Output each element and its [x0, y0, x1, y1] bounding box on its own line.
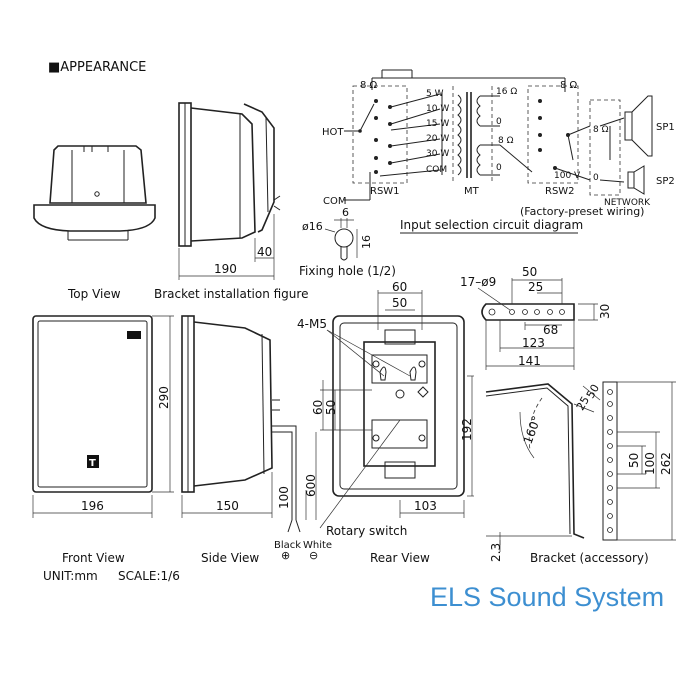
sec-16ohm: 16 Ω: [496, 87, 517, 97]
sec-0a: 0: [496, 117, 502, 127]
tap-15w: 15 W: [426, 119, 449, 129]
lead-black: Black: [274, 540, 301, 551]
dim-50-strip: 50: [522, 265, 537, 279]
sec-8ohm: 8 Ω: [498, 136, 514, 146]
dim-25-strip: 25: [528, 280, 543, 294]
circuit-mt: MT: [464, 186, 480, 197]
top-view: [33, 145, 156, 241]
circuit-8ohm-left: 8 Ω: [360, 80, 378, 91]
label-sp2: SP2: [656, 176, 675, 187]
dim-190: 190: [214, 262, 237, 276]
toa-logo: T: [89, 458, 96, 469]
tap-com: COM: [426, 165, 447, 175]
front-view: [32, 315, 174, 518]
dim-68: 68: [543, 323, 558, 337]
circuit-hot: HOT: [322, 127, 344, 138]
dim-60-top: 60: [392, 280, 407, 294]
dim-50-bent: 50: [584, 382, 602, 401]
tap-10w: 10 W: [426, 104, 449, 114]
lead-minus: ⊖: [309, 549, 318, 562]
side-view-label: Side View: [201, 551, 259, 565]
circuit-100v: 100 V: [554, 171, 581, 181]
dim-103: 103: [414, 499, 437, 513]
input-selection-circuit: [344, 69, 653, 201]
fixing-16: 16: [360, 235, 373, 249]
unit-label: UNIT:mm: [43, 569, 98, 583]
dim-60-left: 60: [311, 400, 325, 415]
appearance-heading: ■APPEARANCE: [48, 60, 146, 75]
dim-123: 123: [522, 336, 545, 350]
label-4m5: 4-M5: [297, 317, 327, 331]
lead-plus: ⊕: [281, 549, 290, 562]
sec-0b: 0: [496, 163, 502, 173]
circuit-caption: Input selection circuit diagram: [400, 218, 583, 232]
circuit-rsw1: RSW1: [370, 186, 400, 197]
dim-30: 30: [598, 304, 612, 319]
dim-290: 290: [157, 386, 171, 409]
front-view-label: Front View: [62, 551, 125, 565]
label-network: NETWORK: [604, 198, 651, 208]
dim-17-holes: 17–ø9: [460, 275, 496, 289]
watermark-text: ELS Sound System: [430, 582, 664, 612]
dim-2-3: 2.3: [489, 543, 503, 562]
label-factory-preset: (Factory-preset wiring): [520, 205, 644, 218]
circuit-com: COM: [323, 196, 346, 207]
dim-262: 262: [659, 452, 673, 475]
dim-150: 150: [216, 499, 239, 513]
dim-600: 600: [304, 474, 318, 497]
fixing-6: 6: [342, 206, 349, 219]
rear-view-label: Rear View: [370, 551, 430, 565]
net-0: 0: [593, 173, 599, 183]
rotary-switch-label: Rotary switch: [326, 524, 407, 538]
dim-160deg: 160°: [521, 414, 544, 446]
dim-100-lead: 100: [277, 486, 291, 509]
dim-50-left: 50: [324, 400, 338, 415]
fixing-phi16: ø16: [302, 220, 323, 233]
dim-192: 192: [460, 418, 474, 441]
net-8ohm: 8 Ω: [593, 125, 609, 135]
bracket-accessory-label: Bracket (accessory): [530, 551, 649, 565]
tap-20w: 20 W: [426, 134, 449, 144]
dim-40: 40: [257, 245, 272, 259]
dim-100-vert: 100: [643, 452, 657, 475]
fixing-hole-detail: [324, 218, 358, 261]
lead-white: White: [303, 540, 332, 551]
dim-196: 196: [81, 499, 104, 513]
dim-50-vert: 50: [627, 453, 641, 468]
fixing-hole-label: Fixing hole (1/2): [299, 264, 396, 278]
tap-5w: 5 W: [426, 89, 444, 99]
circuit-rsw2: RSW2: [545, 186, 575, 197]
scale-label: SCALE:1/6: [118, 569, 180, 583]
bracket-installation-figure: [178, 102, 281, 280]
rear-view: [319, 290, 474, 529]
bracket-strip: [477, 278, 598, 370]
bracket-install-label: Bracket installation figure: [154, 287, 308, 301]
dim-141: 141: [518, 354, 541, 368]
bracket-profile: [485, 381, 676, 552]
top-view-label: Top View: [67, 287, 121, 301]
circuit-8ohm-right: 8 Ω: [560, 80, 578, 91]
label-sp1: SP1: [656, 122, 675, 133]
dim-25-bent: 25: [574, 394, 592, 413]
tap-30w: 30 W: [426, 149, 449, 159]
dim-50-top: 50: [392, 296, 407, 310]
side-view: [181, 315, 317, 533]
